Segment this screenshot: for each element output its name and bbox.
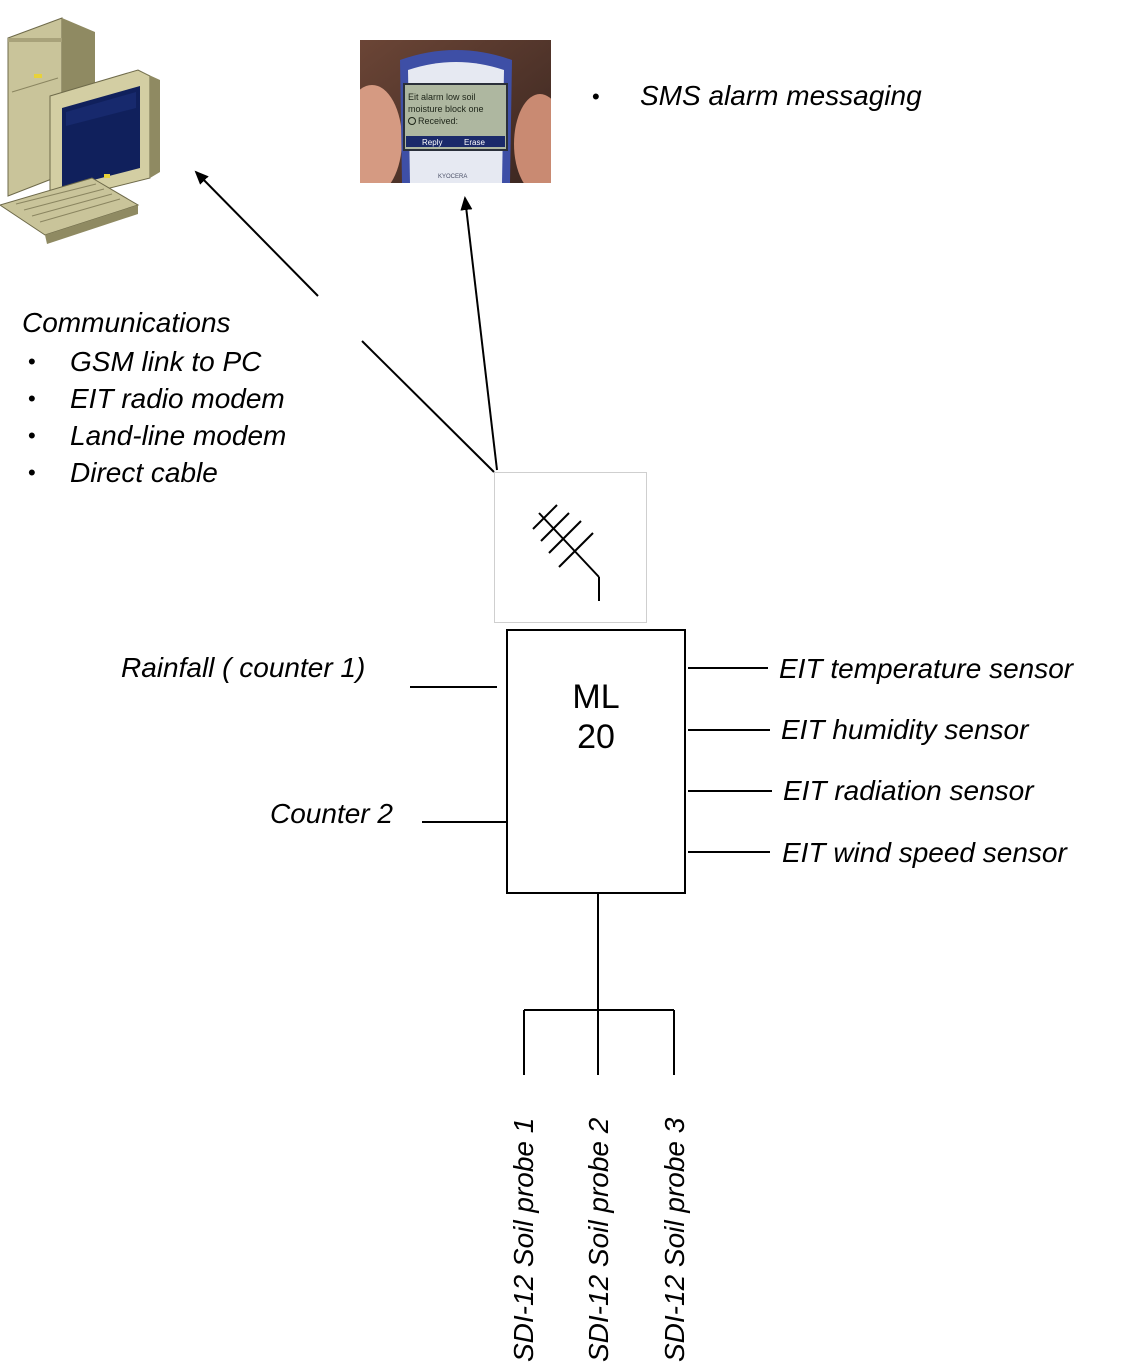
communications-item: EIT radio modem [22,380,286,417]
phone-erase-softkey: Erase [464,138,485,147]
antenna-icon [532,504,600,601]
phone-line-3: Received: [418,116,458,126]
sms-label: SMS alarm messaging [640,80,922,111]
communications-list: GSM link to PC EIT radio modem Land-line… [22,343,286,491]
ml20-label-line2: 20 [577,718,615,756]
wind-speed-sensor-label: EIT wind speed sensor [782,837,1067,868]
soil-probe-1-label: SDI-12 Soil probe 1 [508,1117,539,1362]
ml20-label-line1: ML [572,678,620,716]
communications-item: Land-line modem [22,417,286,454]
link-to-pc-lower [361,340,495,473]
communications-item: Direct cable [22,454,286,491]
phone-brand: KYOCERA [438,174,467,180]
radiation-sensor-label: EIT radiation sensor [783,775,1034,806]
communications-heading: Communications [22,307,231,338]
phone-reply-softkey: Reply [422,138,442,147]
communications-item: GSM link to PC [22,343,286,380]
phone-line-2: moisture block one [408,104,484,114]
arrow-to-pc [194,170,319,297]
rainfall-label: Rainfall ( counter 1) [121,652,366,683]
soil-probe-2-label: SDI-12 Soil probe 2 [583,1117,614,1362]
temperature-sensor-label: EIT temperature sensor [779,653,1074,684]
antenna-box [494,472,647,623]
soil-probe-3-label: SDI-12 Soil probe 3 [659,1117,690,1362]
phone-line-1: Eit alarm low soil [408,92,476,102]
arrow-to-phone [460,196,498,471]
counter2-label: Counter 2 [270,798,393,829]
humidity-sensor-label: EIT humidity sensor [781,714,1029,745]
ml20-label: ML 20 [506,677,686,757]
computer-icon [0,17,160,244]
phone-photo: Eit alarm low soil moisture block one Re… [360,40,551,183]
sms-item: SMS alarm messaging [592,80,922,112]
ml20-logger-box [506,629,686,894]
